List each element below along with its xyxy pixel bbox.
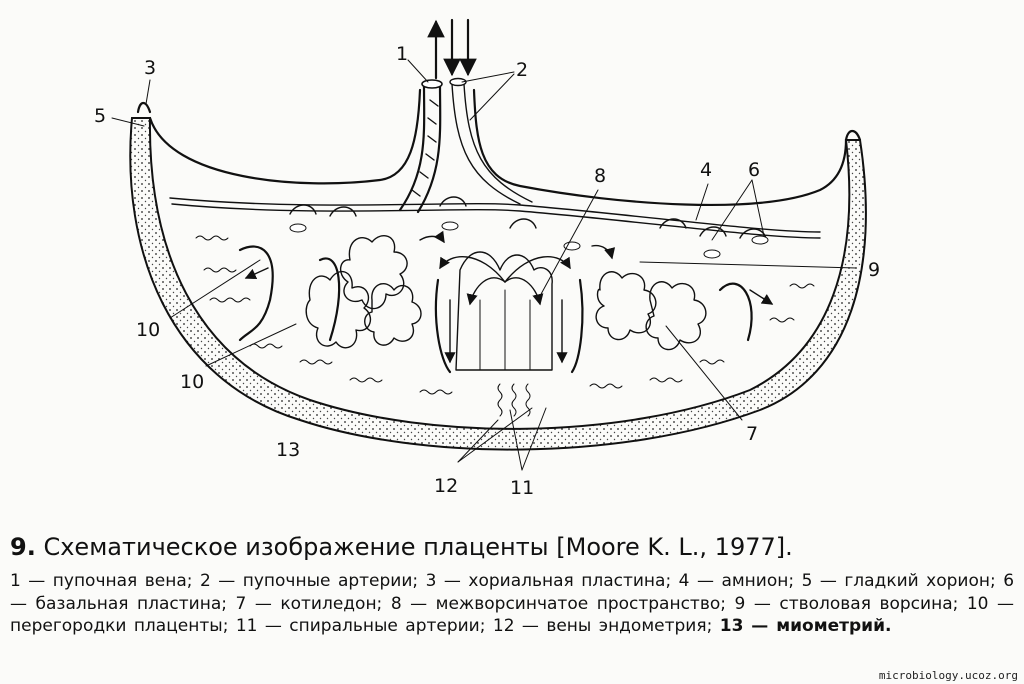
site-watermark: microbiology.ucoz.org <box>878 669 1018 682</box>
legend-item-12: 12 — вены эндометрия; <box>492 616 713 636</box>
legend-item-10: 10 — перегородки плаценты; <box>10 593 1015 637</box>
label-5: 5 <box>94 105 106 127</box>
placenta-diagram: 1 2 3 4 5 6 7 8 9 10 10 11 12 13 <box>94 18 880 499</box>
label-10b: 10 <box>180 371 204 393</box>
label-13: 13 <box>276 439 300 461</box>
villous-tree-left <box>305 234 422 349</box>
legend-item-9: 9 — стволовая ворсина; <box>734 593 959 614</box>
label-10a: 10 <box>136 319 160 341</box>
label-7: 7 <box>746 423 758 445</box>
chorionic-plate-outline <box>148 88 848 206</box>
label-2: 2 <box>516 59 528 81</box>
placental-septa <box>238 245 753 374</box>
leader-lines <box>111 59 857 471</box>
label-11: 11 <box>510 477 534 499</box>
villous-tree-center <box>455 251 553 371</box>
legend-item-11: 11 — спиральные артерии; <box>235 616 486 636</box>
figure-labels: 1 2 3 4 5 6 7 8 9 10 10 11 12 13 <box>94 43 880 499</box>
legend-item-4: 4 — амнион; <box>678 571 795 591</box>
label-1: 1 <box>396 43 408 65</box>
label-9: 9 <box>868 259 880 281</box>
label-3: 3 <box>144 57 156 79</box>
flow-arrows-top <box>427 18 477 80</box>
basal-plate-bumps <box>289 196 769 259</box>
legend-item-6: 6 — базальная пластина; <box>10 571 1015 614</box>
figure-number: 9. <box>10 533 36 561</box>
legend-item-7: 7 — котиледон; <box>235 593 383 614</box>
label-12: 12 <box>434 475 458 497</box>
intervillous-flow-arrows <box>244 230 774 364</box>
label-6: 6 <box>748 159 760 181</box>
label-8: 8 <box>594 165 606 187</box>
amnion-line <box>169 197 821 233</box>
villous-tree-right <box>595 271 707 351</box>
legend-item-3: 3 — хориальная пластина; <box>425 571 672 591</box>
legend-item-2: 2 — пупочные артерии; <box>199 571 419 591</box>
smooth-chorion-right <box>844 129 862 142</box>
smooth-chorion-left <box>136 101 152 114</box>
umbilical-cord <box>398 77 533 214</box>
label-4: 4 <box>700 159 712 181</box>
legend-item-13: 13 — миометрий. <box>719 616 892 636</box>
legend-item-8: 8 — межворсинчатое пространство; <box>390 593 726 614</box>
figure-caption-title: 9. Схематическое изображение плаценты [M… <box>10 532 1014 562</box>
legend-item-5: 5 — гладкий хорион; <box>801 571 996 591</box>
figure-legend: 1 — пупочная вена; 2 — пупочные артерии;… <box>10 570 1014 638</box>
amnion-line-inner <box>171 203 821 239</box>
spiral-arteries <box>195 235 815 417</box>
legend-item-1: 1 — пупочная вена; <box>10 571 193 591</box>
figure-title: Схематическое изображение плаценты [Moor… <box>43 533 793 561</box>
